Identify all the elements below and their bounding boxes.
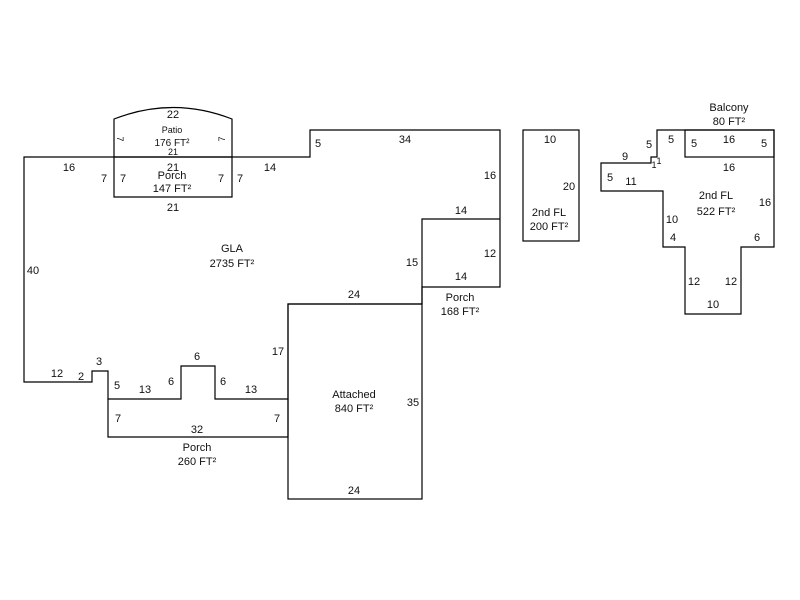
dim-gla-notch-bottom: 2: [78, 371, 84, 383]
dim-gla-top-left: 16: [63, 162, 75, 174]
dim-fl2b-16c: 16: [759, 197, 771, 209]
gla-area: 2735 FT²: [210, 258, 255, 270]
dim-gla-seg-13a: 13: [139, 384, 151, 396]
dim-fl2b-1b: 1: [656, 156, 661, 166]
dim-gla-step: 5: [315, 138, 321, 150]
porch-bottom-label: Porch: [183, 442, 212, 454]
dim-gla-notch-side: 3: [96, 356, 102, 368]
dim-fl2b-12b: 12: [725, 276, 737, 288]
dim-fl2b-5b: 5: [607, 172, 613, 184]
dim-porch-front-left-out: 7: [101, 173, 107, 185]
porch-front-area: 147 FT²: [153, 183, 192, 195]
balcony-label: Balcony: [709, 102, 749, 114]
attached-label: Attached: [332, 389, 375, 401]
dim-porch-front-left-in: 7: [120, 173, 126, 185]
patio-area: 176 FT²: [154, 138, 190, 149]
dim-attached-right: 35: [407, 397, 419, 409]
second-floor-a-area: 200 FT²: [530, 221, 569, 233]
attached-area: 840 FT²: [335, 403, 374, 415]
second-floor-a-label: 2nd FL: [532, 207, 566, 219]
dim-gla-seg-13b: 13: [245, 384, 257, 396]
dim-gla-bottom-left: 12: [51, 368, 63, 380]
dim-porch-bottom-right: 7: [274, 413, 280, 425]
dim-fl2b-16b: 16: [723, 162, 735, 174]
balcony-area: 80 FT²: [713, 116, 746, 128]
attached-garage-outline: [287, 303, 423, 500]
dim-gla-top-right: 34: [399, 134, 411, 146]
dim-porch-bottom-left: 7: [115, 413, 121, 425]
second-floor-b-label: 2nd FL: [699, 190, 733, 202]
porch-right-area: 168 FT²: [441, 306, 480, 318]
dim-fl2b-4: 4: [670, 232, 676, 244]
dim-patio-left: 7: [115, 136, 125, 141]
dim-porch-right-side: 12: [484, 248, 496, 260]
dim-fl2b-5d: 5: [691, 138, 697, 150]
dim-porch-front-right-out: 7: [237, 173, 243, 185]
dim-fl2b-5c: 5: [668, 134, 674, 146]
dim-gla-right-upper: 16: [484, 170, 496, 182]
porch-bottom-area: 260 FT²: [178, 456, 217, 468]
porch-right-outline: [421, 218, 500, 304]
dim-gla-garage-side: 17: [272, 346, 284, 358]
dim-gla-bump-right: 6: [220, 376, 226, 388]
dim-fl2b-10b: 10: [707, 299, 719, 311]
dim-gla-top-mid: 14: [264, 162, 276, 174]
second-floor-b-area: 522 FT²: [697, 206, 736, 218]
dim-porch-bottom-len: 32: [191, 424, 203, 436]
dim-fl2b-16a: 16: [723, 134, 735, 146]
patio-outline: [113, 106, 233, 158]
dim-porch-front-bottom: 21: [167, 202, 179, 214]
second-floor-a-outline: [522, 129, 580, 242]
dim-gla-inner-left: 15: [406, 257, 418, 269]
dim-porch-front-right-in: 7: [218, 173, 224, 185]
dim-patio-right: 7: [217, 136, 227, 141]
dim-porch-front-top: 21: [167, 162, 179, 174]
dim-fl2b-6: 6: [754, 232, 760, 244]
dim-attached-top: 24: [348, 289, 360, 301]
gla-label: GLA: [221, 243, 244, 255]
dim-patio-top: 22: [167, 109, 179, 121]
dim-fl2a-side: 20: [563, 181, 575, 193]
dim-patio-bottom: 21: [168, 147, 178, 157]
dim-fl2b-11: 11: [625, 176, 636, 188]
dim-attached-bottom: 24: [348, 485, 360, 497]
dim-porch-right-bottom: 14: [455, 271, 467, 283]
dim-fl2b-10a: 10: [666, 214, 678, 226]
dim-fl2b-12a: 12: [688, 276, 700, 288]
dim-fl2b-5a: 5: [646, 139, 652, 151]
dim-gla-bump-left: 6: [168, 376, 174, 388]
dim-fl2a-top: 10: [544, 134, 556, 146]
dim-fl2b-5e: 5: [761, 138, 767, 150]
dim-gla-bump-top: 6: [194, 351, 200, 363]
balcony-outline: [684, 129, 775, 158]
porch-front-label: Porch: [158, 170, 187, 182]
dim-fl2b-9: 9: [622, 151, 628, 163]
dim-gla-left: 40: [27, 265, 39, 277]
patio-label: Patio: [162, 125, 183, 135]
porch-right-label: Porch: [446, 292, 475, 304]
dim-fl2b-1a: 1: [651, 160, 656, 170]
second-floor-b-outline: [600, 129, 775, 315]
dim-gla-seg-5: 5: [114, 380, 120, 392]
dim-gla-inner-top: 14: [455, 205, 467, 217]
